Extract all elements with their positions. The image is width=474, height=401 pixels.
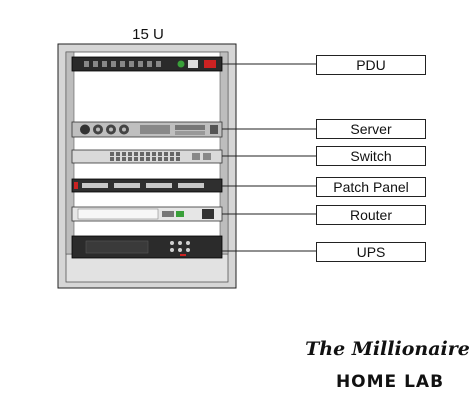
label-server: Server (316, 119, 426, 139)
ups-device (71, 235, 223, 259)
router-device (71, 206, 223, 222)
label-pdu: PDU (316, 55, 426, 75)
rack-size-label: 15 U (132, 26, 164, 43)
label-patch-panel: Patch Panel (316, 177, 426, 197)
label-switch: Switch (316, 146, 426, 166)
brand-script-text: The Millionaire (305, 338, 470, 360)
pdu-device (71, 56, 223, 72)
patch-panel-device (71, 178, 223, 193)
server-device (71, 121, 223, 138)
switch-device (71, 149, 223, 164)
label-ups: UPS (316, 242, 426, 262)
connector-lines (222, 63, 316, 252)
brand-main-text: HOME LAB (335, 372, 445, 392)
label-router: Router (316, 205, 426, 225)
